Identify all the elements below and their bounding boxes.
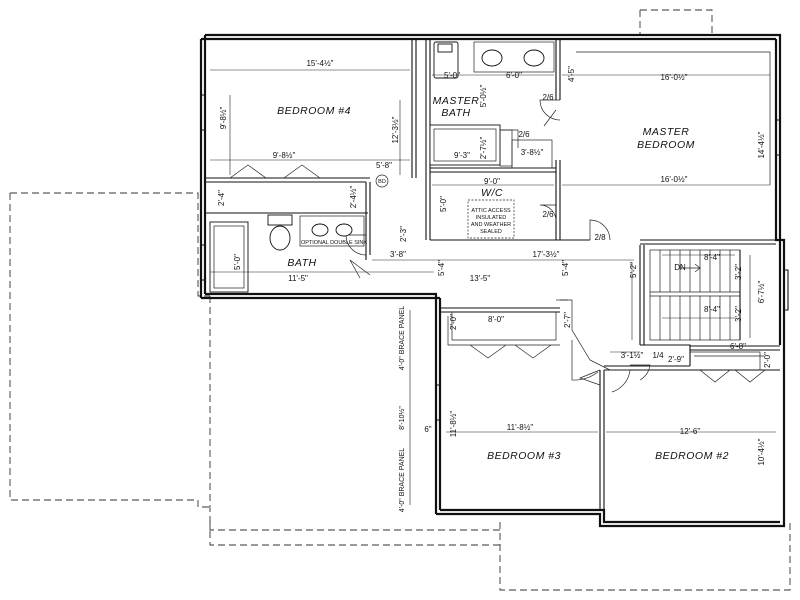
dim-label: 2/6 <box>542 93 554 102</box>
dim-label: 15'-4½" <box>306 59 333 68</box>
dim-label: 5'-0" <box>444 71 460 80</box>
attic-note-4: SEALED <box>480 229 502 235</box>
dim-label: 13'-5" <box>470 274 491 283</box>
dim-label: 3'-2" <box>734 264 743 280</box>
dim-label: 2'-0" <box>763 352 772 368</box>
dim-label: 12'-6" <box>680 427 701 436</box>
dim-label: 2'-7" <box>563 312 572 328</box>
dim-label: 11'-8½" <box>507 423 534 432</box>
dim-label: 2'-4" <box>217 190 226 206</box>
hall-bath-fixtures <box>209 214 365 293</box>
dim-label: 12'-3½" <box>391 116 400 143</box>
dim-label: 1/4 <box>652 351 664 360</box>
dim-label: 16'-0½" <box>660 73 687 82</box>
dim-label: 6'-7½" <box>757 281 766 304</box>
dim-label: 2'-7½" <box>479 137 488 160</box>
attic-note-1: ATTIC ACCESS <box>471 208 511 214</box>
bd-marker <box>375 174 389 188</box>
dim-label: 5'-4" <box>437 260 446 276</box>
stairs-dn-label: DN <box>674 263 686 272</box>
dim-label: 17'-3½" <box>532 250 559 259</box>
dim-label: 5'-0" <box>439 196 448 212</box>
dim-label: 9'-8½" <box>273 151 296 160</box>
dim-label: 5'-8" <box>376 161 392 170</box>
dim-label: 6'-0" <box>506 71 522 80</box>
notes: ATTIC ACCESS INSULATED AND WEATHER SEALE… <box>301 174 511 512</box>
dim-label: 5'-4" <box>561 260 570 276</box>
dim-label: 9'-0" <box>484 177 500 186</box>
dim-label: 11'-5" <box>288 274 308 283</box>
dim-label: 8'-0" <box>488 315 504 324</box>
dim-label: 5'-0" <box>233 254 242 270</box>
dim-label: 2/6 <box>518 130 530 139</box>
bedroom2-label: BEDROOM #2 <box>655 450 729 462</box>
dim-label: 5'-0½" <box>479 85 488 108</box>
dim-label: 10'-4½" <box>757 438 766 465</box>
master-bedroom-label-1: MASTER <box>643 126 690 138</box>
dim-label: 16'-0½" <box>660 175 687 184</box>
dimension-labels: 15'-4½" 12'-3½" 9'-8½" 9'-8½" 5'-8" 2'-4… <box>217 59 772 466</box>
wic-label: W/C <box>481 187 503 199</box>
master-bedroom-label-2: BEDROOM <box>637 139 695 151</box>
dim-label: 2'-9" <box>668 355 684 364</box>
attic-access <box>467 199 515 239</box>
dim-label: 8'-4" <box>704 305 720 314</box>
dim-label: 4'-5" <box>567 66 576 82</box>
closet-doors <box>229 164 766 383</box>
dim-label: 2/6 <box>542 210 554 219</box>
lower-floor-outline <box>9 9 791 591</box>
dim-label: 14'-4½" <box>757 131 766 158</box>
dim-label: 5'-2" <box>629 262 638 278</box>
dim-label: 3'-8½" <box>521 148 544 157</box>
dim-label: 6'-8" <box>730 342 746 351</box>
bd-label: BD <box>378 179 386 185</box>
bedroom4-label: BEDROOM #4 <box>277 105 351 117</box>
brace-panel-bottom: 4'-0" BRACE PANEL <box>399 448 406 512</box>
interior-walls <box>205 39 780 510</box>
dim-label: 3'-1½" <box>621 351 644 360</box>
bath-label: BATH <box>287 257 316 269</box>
stairs <box>649 249 741 341</box>
master-bath-fixtures <box>429 41 555 169</box>
dim-label: 2'-0" <box>449 314 458 330</box>
dim-label: 3'-8" <box>390 250 406 259</box>
dim-label: 2/8 <box>594 233 606 242</box>
dim-label: 9'-8½" <box>219 107 228 130</box>
attic-note-2: INSULATED <box>476 215 506 221</box>
bedroom3-label: BEDROOM #3 <box>487 450 561 462</box>
attic-note-3: AND WEATHER <box>471 222 511 228</box>
room-labels: BEDROOM #4 MASTER BATH MASTER BEDROOM W/… <box>277 95 729 462</box>
dim-label: 2'-4½" <box>349 186 358 209</box>
master-bath-label-1: MASTER <box>433 95 480 107</box>
dim-label: 11'-8½" <box>449 411 458 438</box>
dim-label: 3'-2" <box>734 306 743 322</box>
brace-panel-top: 4'-0" BRACE PANEL <box>399 306 406 370</box>
windows <box>201 34 789 527</box>
dimension-lines <box>210 69 776 505</box>
dim-label: 9'-3" <box>454 151 470 160</box>
dim-label: 6" <box>424 425 431 434</box>
dim-label: 2'-3" <box>399 226 408 242</box>
dim-label: 8'-4" <box>704 253 720 262</box>
sink-note: OPTIONAL DOUBLE SINK <box>301 240 367 246</box>
master-bath-label-2: BATH <box>441 107 470 119</box>
brace-panel-mid: 8'-10½" <box>398 406 406 430</box>
